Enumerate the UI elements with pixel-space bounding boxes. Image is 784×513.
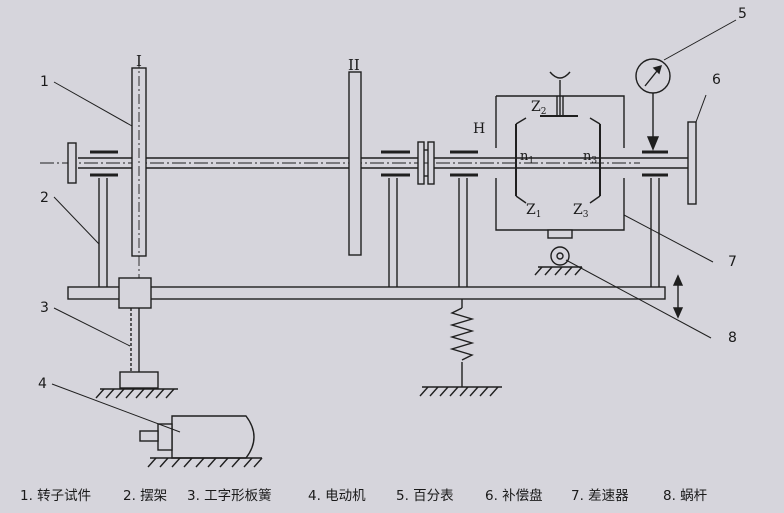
label-n1: n1 [520,149,534,166]
callout-2: 2 [40,190,49,206]
coil-spring [449,307,475,361]
legend-item: 1. 转子试件 [20,488,92,504]
label-n3: n3 [583,149,597,166]
label-II: II [348,56,360,74]
rotor-disc-II [348,71,362,256]
legend-item: 4. 电动机 [308,488,366,504]
callout-8: 8 [728,330,737,346]
compensation-disc [687,121,697,205]
worm-gear [550,246,570,266]
motor-body [171,415,255,459]
label-I: I [136,52,142,70]
label-Z1: Z1 [526,202,541,220]
callout-3: 3 [40,300,49,316]
left-end-disc [67,142,77,184]
callout-7: 7 [728,254,737,270]
callout-6: 6 [712,72,721,88]
label-H: H [473,121,485,137]
legend-item: 3. 工字形板簧 [187,488,272,504]
legend-item: 7. 差速器 [571,488,629,504]
callout-5: 5 [738,6,747,22]
label-Z3: Z3 [573,202,589,220]
coupling-left [417,141,425,185]
legend-item: 6. 补偿盘 [485,488,543,504]
leaf-spring-base [119,371,159,389]
legend-item: 2. 摆架 [123,488,168,504]
callout-4: 4 [38,376,47,392]
legend-caption: 1. 转子试件 2. 摆架 3. 工字形板簧 4. 电动机 5. 百分表 6. … [20,484,780,504]
coupling-right [427,141,435,185]
legend-item: 8. 蜗杆 [663,488,708,504]
callout-1: 1 [40,74,49,90]
legend-item: 5. 百分表 [396,488,454,504]
leaf-spring-clamp [118,277,152,309]
base-plate [67,286,666,300]
label-Z2: Z2 [531,99,546,117]
top-fork [549,71,571,79]
